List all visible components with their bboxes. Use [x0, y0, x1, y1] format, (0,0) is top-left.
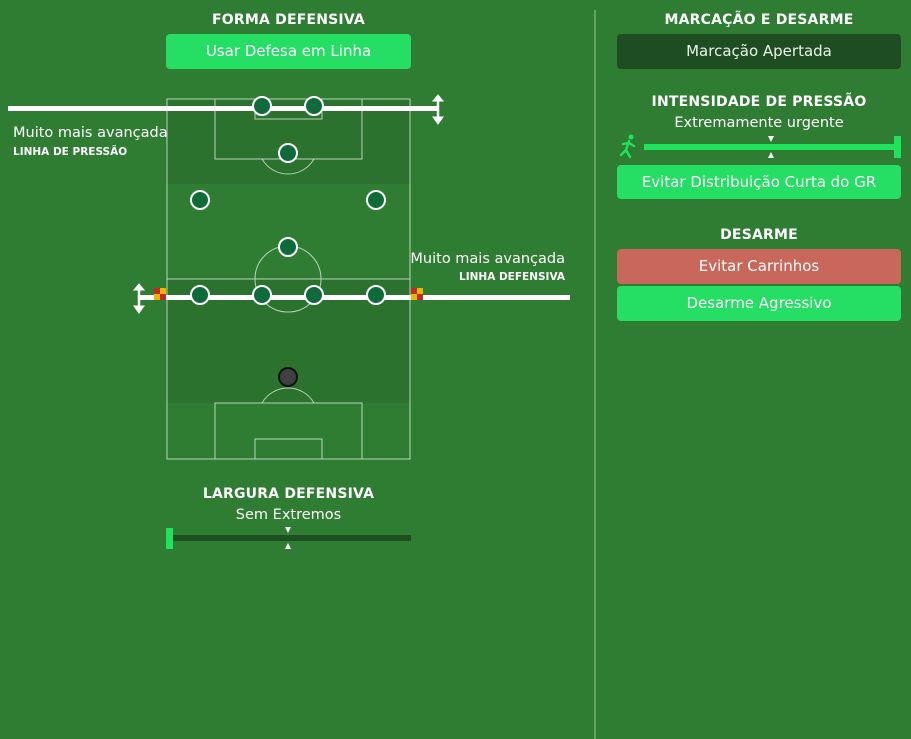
- defensive-line-label: LINHA DEFENSIVA: [459, 271, 565, 283]
- stay-on-feet-button[interactable]: Evitar Carrinhos: [617, 249, 901, 284]
- marking-tackling-title: MARCAÇÃO E DESARME: [664, 12, 854, 28]
- prevent-gk-distribution-button[interactable]: Evitar Distribuição Curta do GR: [617, 165, 901, 199]
- pressing-line-bar: [8, 106, 438, 111]
- defensive-width-track: [170, 535, 411, 541]
- vertical-arrows-icon: [431, 94, 445, 125]
- player-left-mid[interactable]: [190, 190, 210, 210]
- pressing-intensity-slider[interactable]: [640, 134, 902, 160]
- defensive-width-title: LARGURA DEFENSIVA: [202, 486, 375, 502]
- corner-flag-icon: [154, 288, 166, 300]
- vertical-arrows-icon: [132, 283, 146, 314]
- tackling-title: DESARME: [720, 227, 798, 243]
- intensity-default-marker-bottom: [768, 152, 774, 158]
- width-default-marker-top: [285, 527, 291, 533]
- player-defensive-mid[interactable]: [278, 237, 298, 257]
- pressing-line-value: Muito mais avançada: [13, 125, 168, 141]
- defensive-width-slider[interactable]: [166, 525, 411, 551]
- offside-trap-button[interactable]: Usar Defesa em Linha: [166, 34, 411, 69]
- pressing-line-label: LINHA DE PRESSÃO: [13, 146, 128, 158]
- player-centre-back-left[interactable]: [252, 285, 272, 305]
- corner-flag-icon: [411, 288, 423, 300]
- player-striker-left[interactable]: [252, 96, 272, 116]
- defensive-width-thumb: [166, 528, 173, 549]
- running-man-icon: [619, 134, 636, 159]
- player-goalkeeper[interactable]: [278, 367, 298, 387]
- defensive-line-bar: [140, 295, 570, 300]
- defensive-line-value: Muito mais avançada: [410, 251, 565, 267]
- intensity-default-marker-top: [768, 136, 774, 142]
- pressing-intensity-track: [644, 144, 901, 150]
- pressing-intensity-value: Extremamente urgente: [674, 115, 844, 131]
- pitch-stripe-light: [167, 403, 410, 459]
- pressing-intensity-title: INTENSIDADE DE PRESSÃO: [651, 94, 867, 110]
- marking-button[interactable]: Marcação Apertada: [617, 34, 901, 69]
- aggressive-tackling-button[interactable]: Desarme Agressivo: [617, 286, 901, 321]
- player-left-back[interactable]: [190, 285, 210, 305]
- player-attacking-mid[interactable]: [278, 143, 298, 163]
- panel-divider: [594, 10, 596, 739]
- defensive-shape-title: FORMA DEFENSIVA: [212, 12, 365, 28]
- player-centre-back-right[interactable]: [304, 285, 324, 305]
- player-right-back[interactable]: [366, 285, 386, 305]
- pressing-intensity-thumb: [894, 136, 901, 158]
- player-striker-right[interactable]: [304, 96, 324, 116]
- width-default-marker-bottom: [285, 543, 291, 549]
- defensive-width-value: Sem Extremos: [235, 507, 342, 523]
- player-right-mid[interactable]: [366, 190, 386, 210]
- pitch-stripe-dark: [167, 99, 410, 184]
